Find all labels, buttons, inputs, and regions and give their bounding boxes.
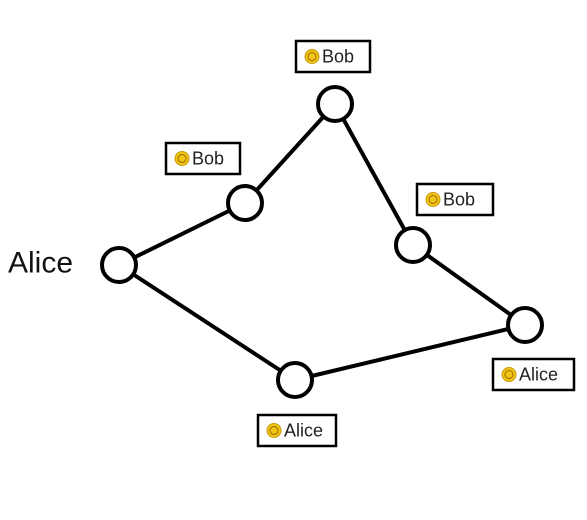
node-n-bob-top — [316, 85, 354, 123]
start-node-label: Alice — [8, 247, 73, 280]
node-n-alice-bottom — [276, 361, 314, 399]
coin-icon — [425, 192, 441, 207]
coin-icon — [304, 49, 320, 64]
owner-tag-label: Bob — [322, 47, 354, 67]
edge-n_alice-n_bob_left — [117, 201, 247, 267]
edge-n_bob_top-n_bob_right — [333, 102, 415, 247]
node-n-alice — [100, 246, 138, 284]
owner-tag-box — [491, 357, 576, 392]
edge-n_bob_right-n_alice_right — [411, 243, 527, 327]
owner-tag-n-bob-top: Bob — [294, 39, 372, 74]
owner-tag-n-alice-bottom: Alice — [256, 413, 338, 448]
owner-tag-n-alice-right: Alice — [491, 357, 576, 392]
edge-n_alice_right-n_alice_bottom — [293, 323, 527, 382]
owner-tag-label: Alice — [519, 365, 558, 385]
edge-n_alice_bottom-n_alice — [117, 263, 297, 382]
owner-tag-label: Alice — [284, 421, 323, 441]
owner-tag-label: Bob — [192, 149, 224, 169]
owner-tag-box — [415, 182, 495, 217]
owner-tag-n-bob-right: Bob — [415, 182, 495, 217]
node-n-bob-left — [226, 184, 264, 222]
edges — [117, 102, 527, 382]
coin-icon — [266, 423, 282, 438]
owner-tag-label: Bob — [443, 190, 475, 210]
node-n-alice-right — [506, 306, 544, 344]
node-n-bob-right — [394, 226, 432, 264]
coin-icon — [501, 367, 517, 382]
owner-tag-n-bob-left: Bob — [164, 141, 242, 176]
edge-n_bob_left-n_bob_top — [243, 102, 337, 205]
nodes — [100, 85, 544, 399]
coin-icon — [174, 151, 190, 166]
